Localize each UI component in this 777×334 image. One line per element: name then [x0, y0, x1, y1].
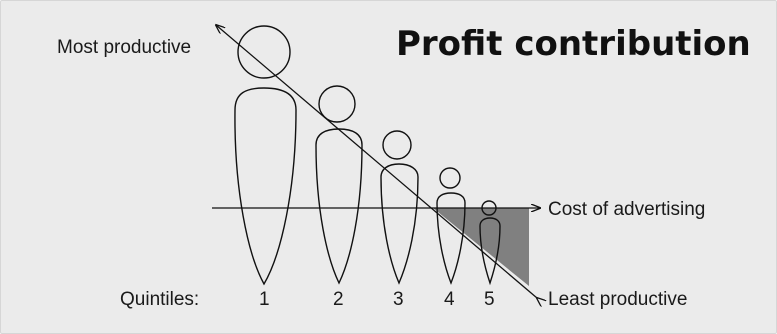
figure-4-head — [439, 167, 461, 189]
quintile-label-1: 1 — [259, 289, 270, 310]
productivity-arrow — [216, 25, 537, 298]
quintile-label-2: 2 — [333, 289, 344, 310]
page-title: Profit contribution — [396, 24, 751, 64]
figure-1-head — [237, 25, 291, 79]
most-productive-label: Most productive — [57, 37, 191, 58]
figure-1-body — [234, 87, 297, 286]
least-productive-label: Least productive — [548, 289, 687, 310]
figure-4-body — [436, 192, 466, 285]
figure-3-head — [382, 130, 412, 160]
cost-of-advertising-label: Cost of advertising — [548, 199, 705, 220]
quintile-label-4: 4 — [444, 289, 455, 310]
quintile-3-figure — [380, 130, 419, 285]
quintile-label-3: 3 — [393, 289, 404, 310]
figure-2-body — [315, 128, 363, 285]
quintiles-label: Quintiles: — [120, 289, 199, 310]
quintile-1-figure — [234, 25, 297, 286]
quintile-label-5: 5 — [484, 289, 495, 310]
